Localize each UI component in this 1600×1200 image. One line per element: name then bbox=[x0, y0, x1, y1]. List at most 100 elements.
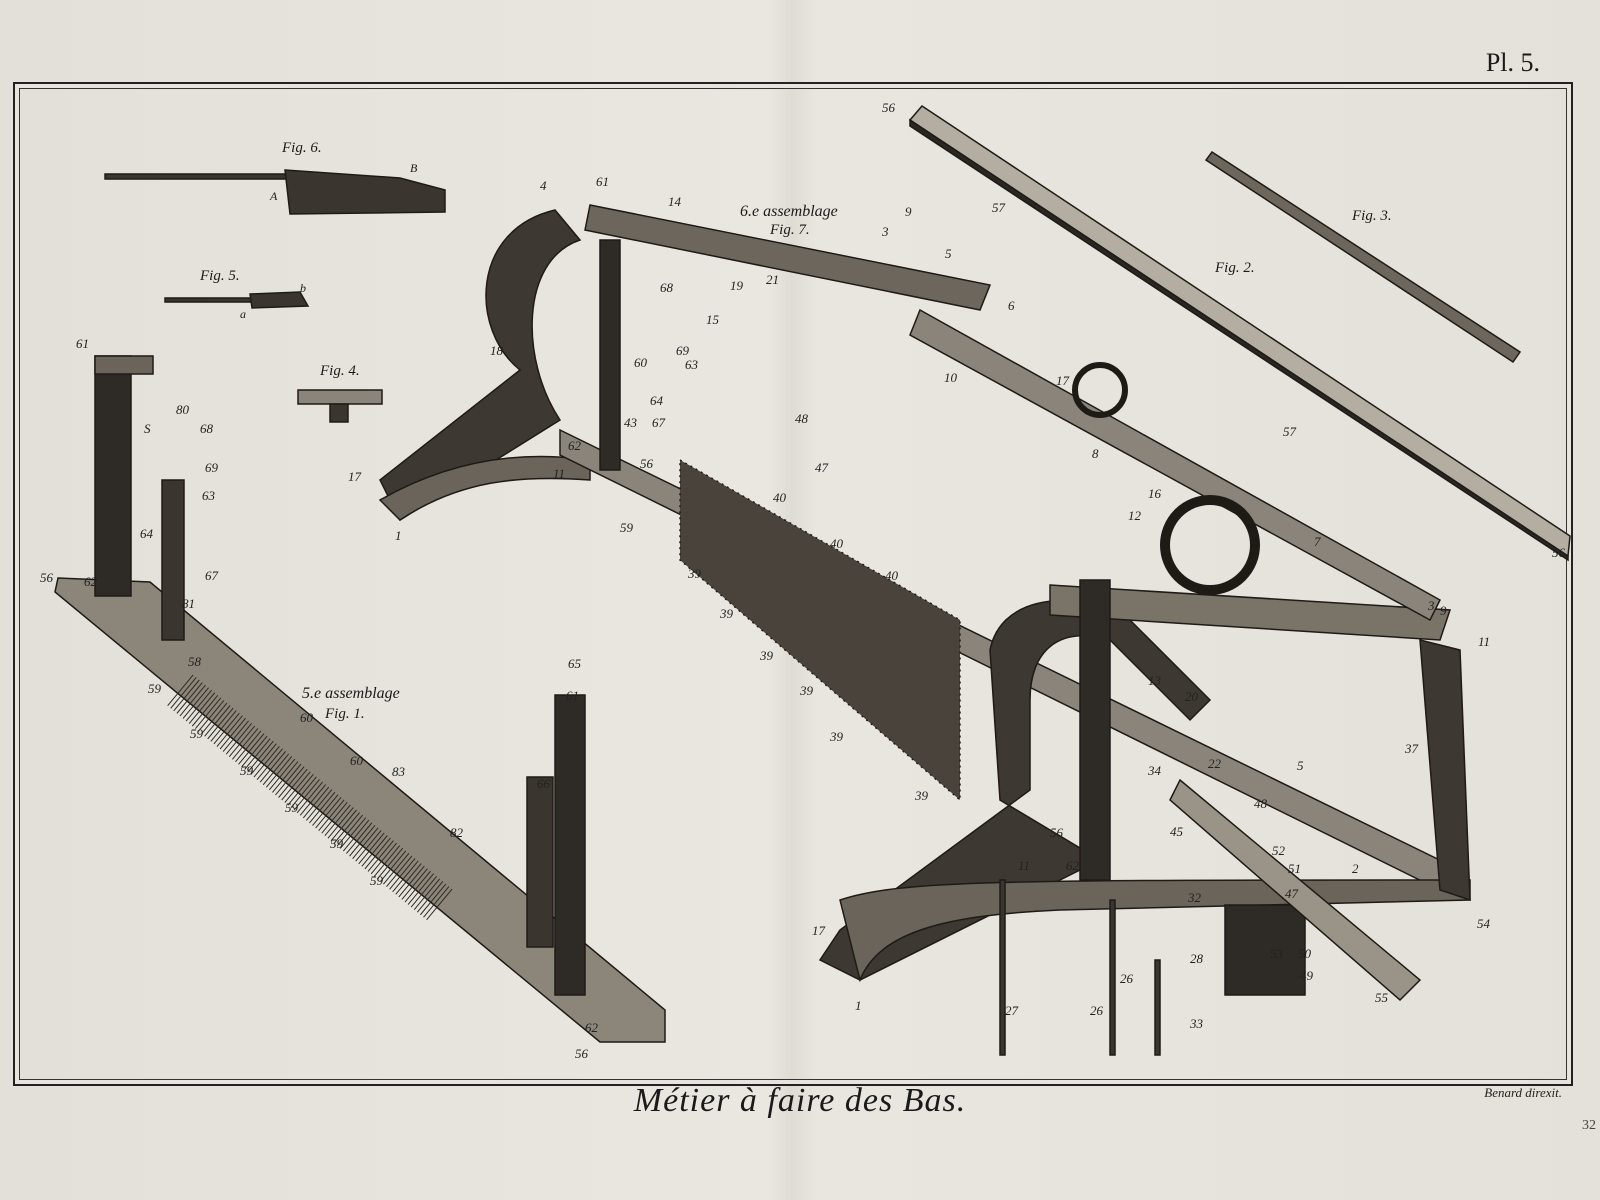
callout-number: 9 bbox=[905, 204, 912, 219]
callout-number: 65 bbox=[568, 656, 582, 671]
callout-number: 10 bbox=[944, 370, 958, 385]
callout-number: 48 bbox=[795, 411, 809, 426]
callout-number: 62 bbox=[585, 1020, 599, 1035]
callout-number: 39 bbox=[829, 729, 844, 744]
callout-number: 7 bbox=[1314, 534, 1321, 549]
callout-number: 50 bbox=[1298, 946, 1312, 961]
callout-number: 68 bbox=[660, 280, 674, 295]
callout-number: 56 bbox=[1050, 825, 1064, 840]
callout-number: 67 bbox=[652, 415, 666, 430]
page-number: 32 bbox=[1582, 1118, 1596, 1133]
callout-number: 2 bbox=[1352, 861, 1359, 876]
callout-number: 5 bbox=[945, 246, 952, 261]
callout-number: 62 bbox=[1066, 858, 1080, 873]
plate-number: Pl. 5. bbox=[1485, 48, 1540, 77]
callout-number: 4 bbox=[540, 178, 547, 193]
callout-number: 51 bbox=[1288, 861, 1301, 876]
callout-number: 48 bbox=[1254, 796, 1268, 811]
callout-number: 81 bbox=[182, 596, 195, 611]
callout-number: 56 bbox=[40, 570, 54, 585]
callout-number: 11 bbox=[1018, 858, 1030, 873]
callout-number: 33 bbox=[1189, 1016, 1204, 1031]
callout-number: 61 bbox=[566, 688, 579, 703]
callout-number: 53 bbox=[1270, 946, 1284, 961]
callout-number: 6 bbox=[1008, 298, 1015, 313]
callout-number: 39 bbox=[914, 788, 929, 803]
callout-number: 39 bbox=[799, 683, 814, 698]
fig1-label: Fig. 1. bbox=[324, 706, 365, 722]
fig6-part bbox=[104, 169, 446, 215]
callout-number: 1 bbox=[855, 998, 862, 1013]
fig7-heading: 6.e assemblage bbox=[740, 203, 838, 220]
fig1-heading: 5.e assemblage bbox=[302, 685, 400, 702]
callout-number: 28 bbox=[1190, 951, 1204, 966]
callout-number: 61 bbox=[76, 336, 89, 351]
callout-number: 52 bbox=[1272, 843, 1286, 858]
callout-number: 15 bbox=[706, 312, 720, 327]
plate-title: Métier à faire des Bas. bbox=[633, 1082, 967, 1119]
callout-number: 56 bbox=[575, 1046, 589, 1061]
callout-number: 40 bbox=[773, 490, 787, 505]
plate-border bbox=[13, 82, 1573, 1086]
letter-B: B bbox=[410, 161, 418, 175]
callout-number: 83 bbox=[392, 764, 406, 779]
callout-number: 34 bbox=[1147, 763, 1162, 778]
fig1-assembly bbox=[54, 355, 666, 1043]
callout-number: 8 bbox=[1092, 446, 1099, 461]
callout-number: 60 bbox=[350, 753, 364, 768]
fig5-label: Fig. 5. bbox=[199, 268, 240, 284]
callout-number: 3 bbox=[1427, 598, 1435, 613]
callout-number: 39 bbox=[759, 648, 774, 663]
callout-number: 11 bbox=[553, 466, 565, 481]
callout-number: 39 bbox=[687, 566, 702, 581]
fig4-part bbox=[297, 389, 383, 423]
callout-number: 17 bbox=[812, 923, 826, 938]
callout-number: 1 bbox=[395, 528, 402, 543]
callout-number: 16 bbox=[1148, 486, 1162, 501]
callout-number: 26 bbox=[1090, 1003, 1104, 1018]
callout-number: 58 bbox=[188, 654, 202, 669]
callout-number: 5 bbox=[1297, 758, 1304, 773]
callout-number: 68 bbox=[200, 421, 214, 436]
callout-number: 59 bbox=[190, 726, 204, 741]
callout-number: 63 bbox=[202, 488, 216, 503]
callout-number: 20 bbox=[1185, 689, 1199, 704]
callout-number: 19 bbox=[730, 278, 744, 293]
fig3-bar bbox=[1204, 150, 1522, 364]
callout-number: 37 bbox=[1404, 741, 1419, 756]
fig3-label: Fig. 3. bbox=[1351, 208, 1392, 224]
letter-b: b bbox=[300, 281, 306, 295]
fig4-label: Fig. 4. bbox=[319, 363, 360, 379]
callout-number: 59 bbox=[148, 681, 162, 696]
callout-number: 39 bbox=[719, 606, 734, 621]
callout-number: 27 bbox=[1005, 1003, 1019, 1018]
callout-number: 62 bbox=[84, 574, 98, 589]
callout-number: 13 bbox=[1148, 673, 1162, 688]
callout-number: 57 bbox=[992, 200, 1006, 215]
callout-number: 61 bbox=[596, 174, 609, 189]
callout-number: 9 bbox=[1440, 603, 1447, 618]
callout-number: 3 bbox=[881, 224, 889, 239]
callout-number: 56 bbox=[1552, 545, 1566, 560]
callout-number: 47 bbox=[815, 460, 829, 475]
callout-number: 59 bbox=[240, 763, 254, 778]
callout-number: 12 bbox=[1128, 508, 1142, 523]
callout-number: 63 bbox=[685, 357, 699, 372]
callout-number: 45 bbox=[1170, 824, 1184, 839]
callout-number: 11 bbox=[1478, 634, 1490, 649]
callout-number: 17 bbox=[1056, 373, 1070, 388]
callout-number: 69 bbox=[676, 343, 690, 358]
callout-number: 80 bbox=[176, 402, 190, 417]
callout-number: 32 bbox=[1187, 890, 1202, 905]
fig5-part bbox=[164, 291, 310, 309]
callout-number: 40 bbox=[885, 568, 899, 583]
callout-number: 60 bbox=[634, 355, 648, 370]
callout-number: 49 bbox=[1300, 968, 1314, 983]
callout-number: 59 bbox=[370, 873, 384, 888]
callout-number: 59 bbox=[285, 800, 299, 815]
callout-number: 60 bbox=[300, 710, 314, 725]
engraver-signature: Benard direxit. bbox=[1484, 1085, 1562, 1100]
callout-number: 59 bbox=[330, 836, 344, 851]
